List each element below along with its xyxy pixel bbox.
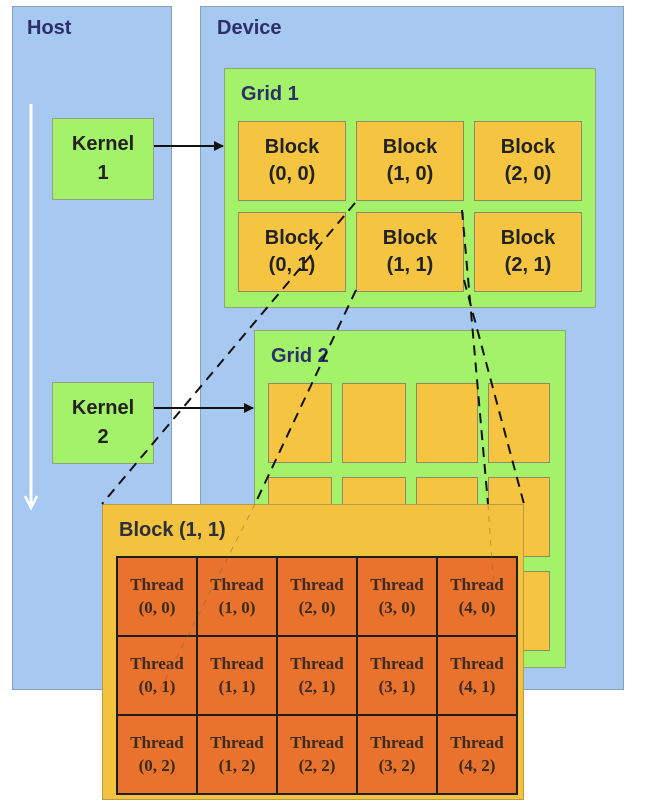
- thread-label: Thread: [370, 653, 424, 673]
- thread-label: Thread: [130, 653, 184, 673]
- grid1-block-2-1: Block (2, 1): [474, 212, 582, 292]
- zoom-line-right-inner: [461, 209, 489, 505]
- thread-cell: Thread (3, 1): [356, 635, 438, 716]
- thread-label: Thread: [290, 732, 344, 752]
- grid2-block: [416, 383, 478, 463]
- grid1-block-0-0: Block (0, 0): [238, 121, 346, 201]
- grid1-block-1-1: Block (1, 1): [356, 212, 464, 292]
- block-detail-title: Block (1, 1): [119, 519, 226, 541]
- block-label: Block: [264, 136, 320, 158]
- thread-coord: (0, 1): [138, 676, 176, 696]
- device-title: Device: [217, 17, 282, 39]
- thread-coord: (4, 1): [458, 676, 496, 696]
- thread-label: Thread: [370, 574, 424, 594]
- thread-coord: (4, 2): [458, 755, 496, 775]
- grid2-block: [488, 383, 550, 463]
- grid-2-title: Grid 2: [271, 345, 329, 367]
- thread-label: Thread: [130, 574, 184, 594]
- thread-coord: (1, 0): [218, 597, 256, 617]
- block-label: Block: [500, 136, 556, 158]
- thread-cell: Thread (0, 0): [116, 556, 198, 637]
- thread-coord: (3, 2): [378, 755, 416, 775]
- block-coord: (2, 1): [504, 254, 552, 276]
- thread-label: Thread: [210, 574, 264, 594]
- host-title: Host: [27, 17, 72, 39]
- thread-label: Thread: [210, 653, 264, 673]
- thread-cell: Thread (1, 0): [196, 556, 278, 637]
- thread-coord: (0, 0): [138, 597, 176, 617]
- thread-cell: Thread (3, 0): [356, 556, 438, 637]
- grid-1-title: Grid 1: [241, 83, 299, 105]
- thread-label: Thread: [290, 574, 344, 594]
- thread-cell: Thread (2, 0): [276, 556, 358, 637]
- grid1-block-0-1: Block (0, 1): [238, 212, 346, 292]
- thread-cell: Thread (4, 1): [436, 635, 518, 716]
- thread-coord: (4, 0): [458, 597, 496, 617]
- thread-cell: Thread (3, 2): [356, 714, 438, 795]
- thread-label: Thread: [450, 653, 504, 673]
- zoom-line-right-outer: [463, 279, 525, 505]
- kernel-2-box: Kernel 2: [52, 382, 154, 464]
- thread-label: Thread: [450, 732, 504, 752]
- thread-cell: Thread (1, 1): [196, 635, 278, 716]
- block-coord: (0, 1): [268, 254, 316, 276]
- thread-cell: Thread (1, 2): [196, 714, 278, 795]
- block-coord: (1, 0): [386, 163, 434, 185]
- thread-label: Thread: [450, 574, 504, 594]
- thread-coord: (2, 1): [298, 676, 336, 696]
- block-coord: (2, 0): [504, 163, 552, 185]
- grid1-block-2-0: Block (2, 0): [474, 121, 582, 201]
- block-coord: (0, 0): [268, 163, 316, 185]
- zoom-line-faint-1: [159, 503, 256, 691]
- grid2-block: [268, 383, 332, 463]
- block-label: Block: [382, 136, 438, 158]
- zoom-line-left-outer: [101, 202, 356, 505]
- thread-coord: (0, 2): [138, 755, 176, 775]
- thread-cell: Thread (2, 2): [276, 714, 358, 795]
- thread-cell: Thread (4, 2): [436, 714, 518, 795]
- thread-label: Thread: [130, 732, 184, 752]
- thread-coord: (3, 0): [378, 597, 416, 617]
- thread-cell: Thread (0, 2): [116, 714, 198, 795]
- thread-cell: Thread (2, 1): [276, 635, 358, 716]
- grid1-block-1-0: Block (1, 0): [356, 121, 464, 201]
- block-label: Block: [264, 227, 320, 249]
- thread-cell: Thread (0, 1): [116, 635, 198, 716]
- zoom-line-left-inner: [254, 289, 357, 505]
- kernel-1-box: Kernel 1: [52, 118, 154, 200]
- block-label: Block: [500, 227, 556, 249]
- thread-coord: (2, 2): [298, 755, 336, 775]
- grid2-block: [342, 383, 406, 463]
- thread-coord: (1, 1): [218, 676, 256, 696]
- thread-label: Thread: [290, 653, 344, 673]
- thread-coord: (1, 2): [218, 755, 256, 775]
- block-label: Block: [382, 227, 438, 249]
- block-coord: (1, 1): [386, 254, 434, 276]
- host-timeline-arrowhead: [23, 495, 39, 511]
- thread-cell: Thread (4, 0): [436, 556, 518, 637]
- zoom-line-faint-2: [487, 503, 495, 591]
- thread-label: Thread: [370, 732, 424, 752]
- thread-grid: Thread (0, 0) Thread (1, 0) Thread (2, 0) T…: [116, 556, 518, 795]
- thread-coord: (2, 0): [298, 597, 336, 617]
- thread-label: Thread: [210, 732, 264, 752]
- thread-coord: (3, 1): [378, 676, 416, 696]
